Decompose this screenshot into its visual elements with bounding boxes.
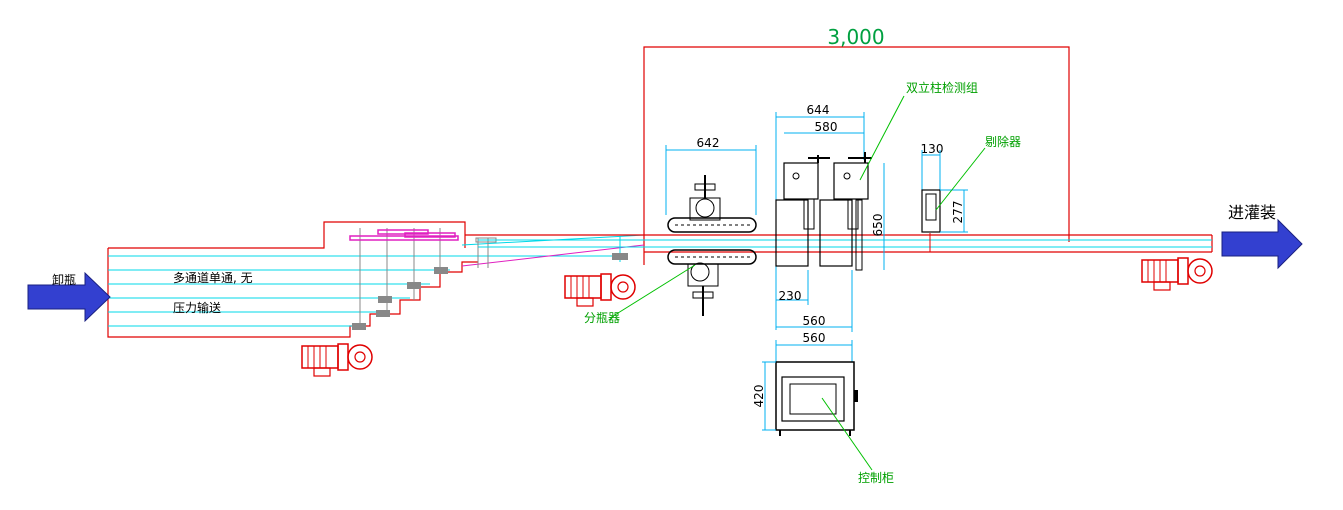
splitter-callout: 分瓶器	[584, 311, 620, 325]
main-conveyor	[465, 233, 1213, 262]
outlet-arrow-label: 进灌装	[1228, 203, 1276, 222]
splitter-width-dim: 642	[697, 136, 720, 150]
control-cabinet: 560 420	[752, 331, 858, 436]
cabinet-height-dim: 420	[752, 385, 766, 408]
splitter-unit: 642	[665, 136, 757, 316]
conveyor-note-line2: 压力输送	[173, 300, 221, 315]
inlet-conveyor	[107, 221, 645, 338]
outlet-arrow-icon	[1221, 218, 1303, 270]
inspector-inner-dim: 580	[815, 120, 838, 134]
gear-motor-icon	[301, 343, 373, 377]
gear-motor-icon	[1141, 257, 1213, 291]
inspector-leader	[859, 95, 905, 181]
inspector-unit: 644 580 650 230 560	[775, 103, 885, 332]
overall-dimension: 3,000	[643, 25, 1070, 265]
rejector-leader	[935, 147, 986, 211]
inspector-height-dim: 650	[871, 214, 885, 237]
inlet-arrow-icon	[27, 271, 111, 323]
overall-dimension-label: 3,000	[827, 25, 884, 49]
cabinet-callout: 控制柜	[858, 471, 894, 485]
rejector-callout: 剔除器	[985, 134, 1021, 149]
cabinet-leader	[821, 397, 873, 471]
cabinet-width-dim: 560	[803, 331, 826, 345]
inspector-base-offset-dim: 230	[779, 289, 802, 303]
rejector-unit: 130 277	[921, 142, 968, 233]
gear-motor-icon	[564, 273, 636, 307]
inspector-outer-dim: 644	[807, 103, 830, 117]
rejector-height-dim: 277	[951, 201, 965, 224]
inspector-callout: 双立柱检测组	[906, 80, 978, 95]
rejector-width-dim: 130	[921, 142, 944, 156]
conveyor-note-line1: 多通道单通, 无	[173, 271, 253, 285]
inspector-base-width-dim: 560	[803, 314, 826, 328]
splitter-leader	[609, 264, 696, 319]
inlet-arrow-label: 卸瓶	[52, 272, 76, 287]
